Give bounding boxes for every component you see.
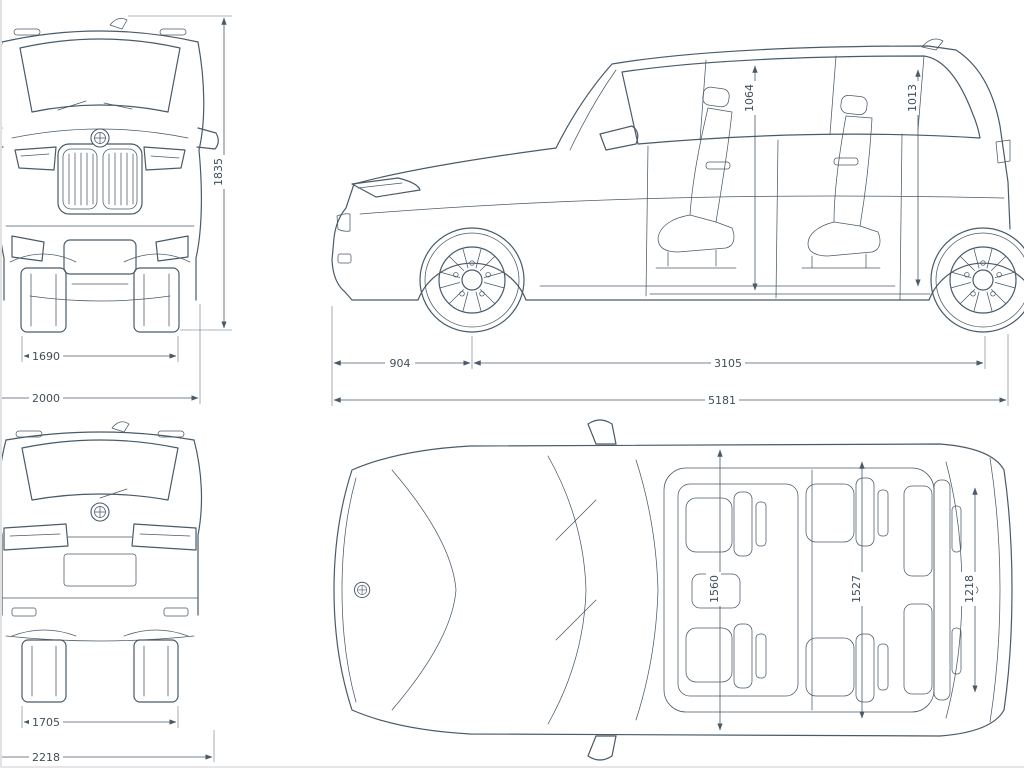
- rear-glass: [945, 461, 963, 719]
- side-antenna-fin: [921, 38, 944, 51]
- top-left-mirror: [587, 419, 617, 445]
- svg-text:1527: 1527: [850, 575, 863, 603]
- dim-front-interior-width-label: 1560: [706, 572, 721, 606]
- left-taillight: [3, 523, 69, 551]
- side-mirror: [599, 125, 639, 151]
- dim-width-incl-mirrors: 2218: [0, 730, 215, 764]
- bmw-roundel-rear: [90, 502, 110, 522]
- dim-height: 1835: [128, 15, 232, 331]
- top-view: [333, 419, 1013, 761]
- dim-front-interior-width: 1560: [706, 449, 723, 731]
- front-windshield: [19, 38, 181, 113]
- side-view: [331, 38, 1024, 333]
- dim-width-label: 2000: [29, 390, 63, 405]
- license-plate-recess: [63, 553, 137, 587]
- image-bottom-border: [0, 766, 1024, 768]
- rear-antenna-fin: [111, 421, 130, 433]
- top-interior-seats: [685, 477, 962, 703]
- svg-text:1705: 1705: [32, 716, 60, 729]
- image-left-border: [0, 0, 2, 768]
- dim-front-interior-height-label: 1064: [741, 81, 756, 115]
- rear-view: [0, 421, 203, 703]
- top-right-mirror: [587, 735, 617, 761]
- rear-right-tire: [133, 639, 179, 703]
- rear-wiper: [99, 488, 128, 499]
- svg-text:2000: 2000: [32, 392, 60, 405]
- dim-rear-interior-height-label: 1013: [904, 81, 919, 115]
- dim-rear-interior-width: 1218: [961, 487, 978, 693]
- dim-rear-track-label: 1705: [29, 714, 63, 729]
- front-view: [0, 17, 219, 333]
- side-taillight: [995, 139, 1011, 164]
- front-door-handle: [705, 161, 731, 170]
- front-right-tire: [133, 267, 180, 333]
- dim-height-label: 1835: [210, 155, 225, 189]
- dim-front-track-label: 1690: [29, 348, 63, 363]
- dimensions: 1835 1690 2000: [0, 15, 1009, 764]
- front-bumper: [5, 225, 195, 302]
- rear-left-tire: [21, 639, 67, 703]
- dim-overall-length: 5181: [333, 392, 1007, 407]
- front-wheels: [9, 253, 191, 333]
- dim-rear-track: 1705: [21, 706, 179, 729]
- side-interior-seats: [655, 86, 881, 269]
- dim-width-incl-mirrors-label: 2218: [29, 749, 63, 764]
- svg-text:1064: 1064: [743, 84, 756, 112]
- front-wheel-arch: [417, 262, 527, 301]
- sunroof: [677, 483, 799, 697]
- svg-text:904: 904: [390, 357, 411, 370]
- svg-text:2218: 2218: [32, 751, 60, 764]
- dim-mid-interior-width: 1527: [848, 461, 865, 719]
- svg-text:5181: 5181: [708, 394, 736, 407]
- rear-wheel-arch: [928, 262, 1024, 301]
- svg-text:3105: 3105: [714, 357, 742, 370]
- rear-door-handle: [833, 157, 859, 166]
- top-body: [333, 419, 1013, 761]
- windshield-top: [635, 459, 659, 721]
- dim-wheelbase-label: 3105: [711, 355, 745, 370]
- svg-text:1218: 1218: [963, 575, 976, 603]
- rear-window: [21, 439, 179, 501]
- dim-rear-interior-width-label: 1218: [961, 572, 976, 606]
- front-antenna-fin: [109, 17, 128, 30]
- right-taillight: [131, 523, 197, 551]
- wipers: [555, 499, 597, 641]
- svg-text:1835: 1835: [212, 158, 225, 186]
- side-body: [331, 38, 1024, 301]
- svg-text:1013: 1013: [906, 84, 919, 112]
- windshield-base: [547, 455, 587, 725]
- dim-width: 2000: [0, 304, 201, 405]
- front-left-tire: [20, 267, 67, 333]
- rear-body: [0, 421, 203, 642]
- side-glass: [621, 55, 981, 145]
- dim-overall-length-label: 5181: [705, 392, 739, 407]
- side-headlight: [351, 177, 421, 198]
- front-wheel: [419, 227, 525, 333]
- dim-rear-interior-height: 1013: [904, 69, 921, 287]
- bmw-roundel-front: [90, 128, 110, 148]
- rear-wheel: [930, 227, 1024, 333]
- svg-text:1690: 1690: [32, 350, 60, 363]
- left-headlight: [14, 146, 57, 171]
- right-mirror: [196, 127, 219, 150]
- svg-text:1560: 1560: [708, 575, 721, 603]
- rear-wheels: [11, 629, 189, 703]
- front-grille: [57, 143, 143, 215]
- dim-front-overhang: 904: [331, 306, 1009, 406]
- roof-panel: [663, 467, 935, 713]
- tailgate-edge: [989, 457, 1001, 723]
- dim-front-overhang-label: 904: [385, 355, 415, 370]
- bmw-roundel-top: [353, 581, 371, 599]
- dim-wheelbase: 3105: [473, 355, 984, 370]
- dim-mid-interior-width-label: 1527: [848, 572, 863, 606]
- dim-front-interior-height: 1064: [741, 65, 758, 291]
- right-headlight: [143, 146, 186, 171]
- dim-front-track: 1690: [21, 336, 179, 363]
